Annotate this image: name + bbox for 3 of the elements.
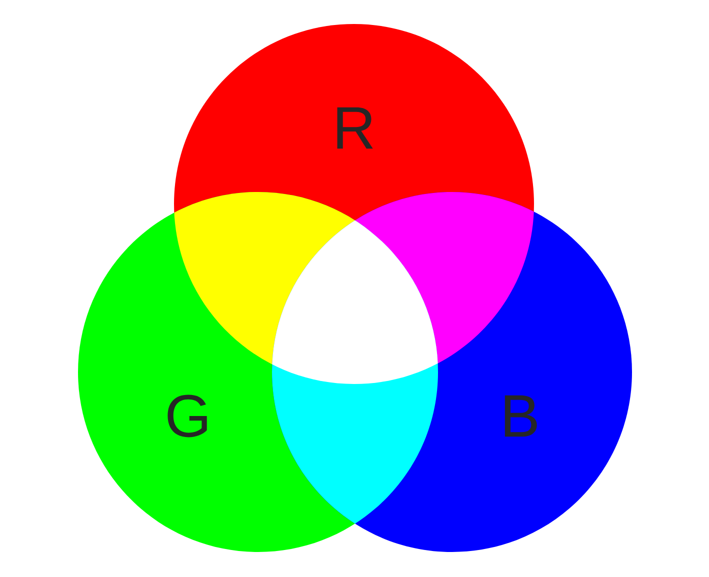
color-letter: G: [168, 394, 207, 438]
color-letter: B: [504, 395, 537, 437]
color-letter: R: [337, 107, 373, 149]
